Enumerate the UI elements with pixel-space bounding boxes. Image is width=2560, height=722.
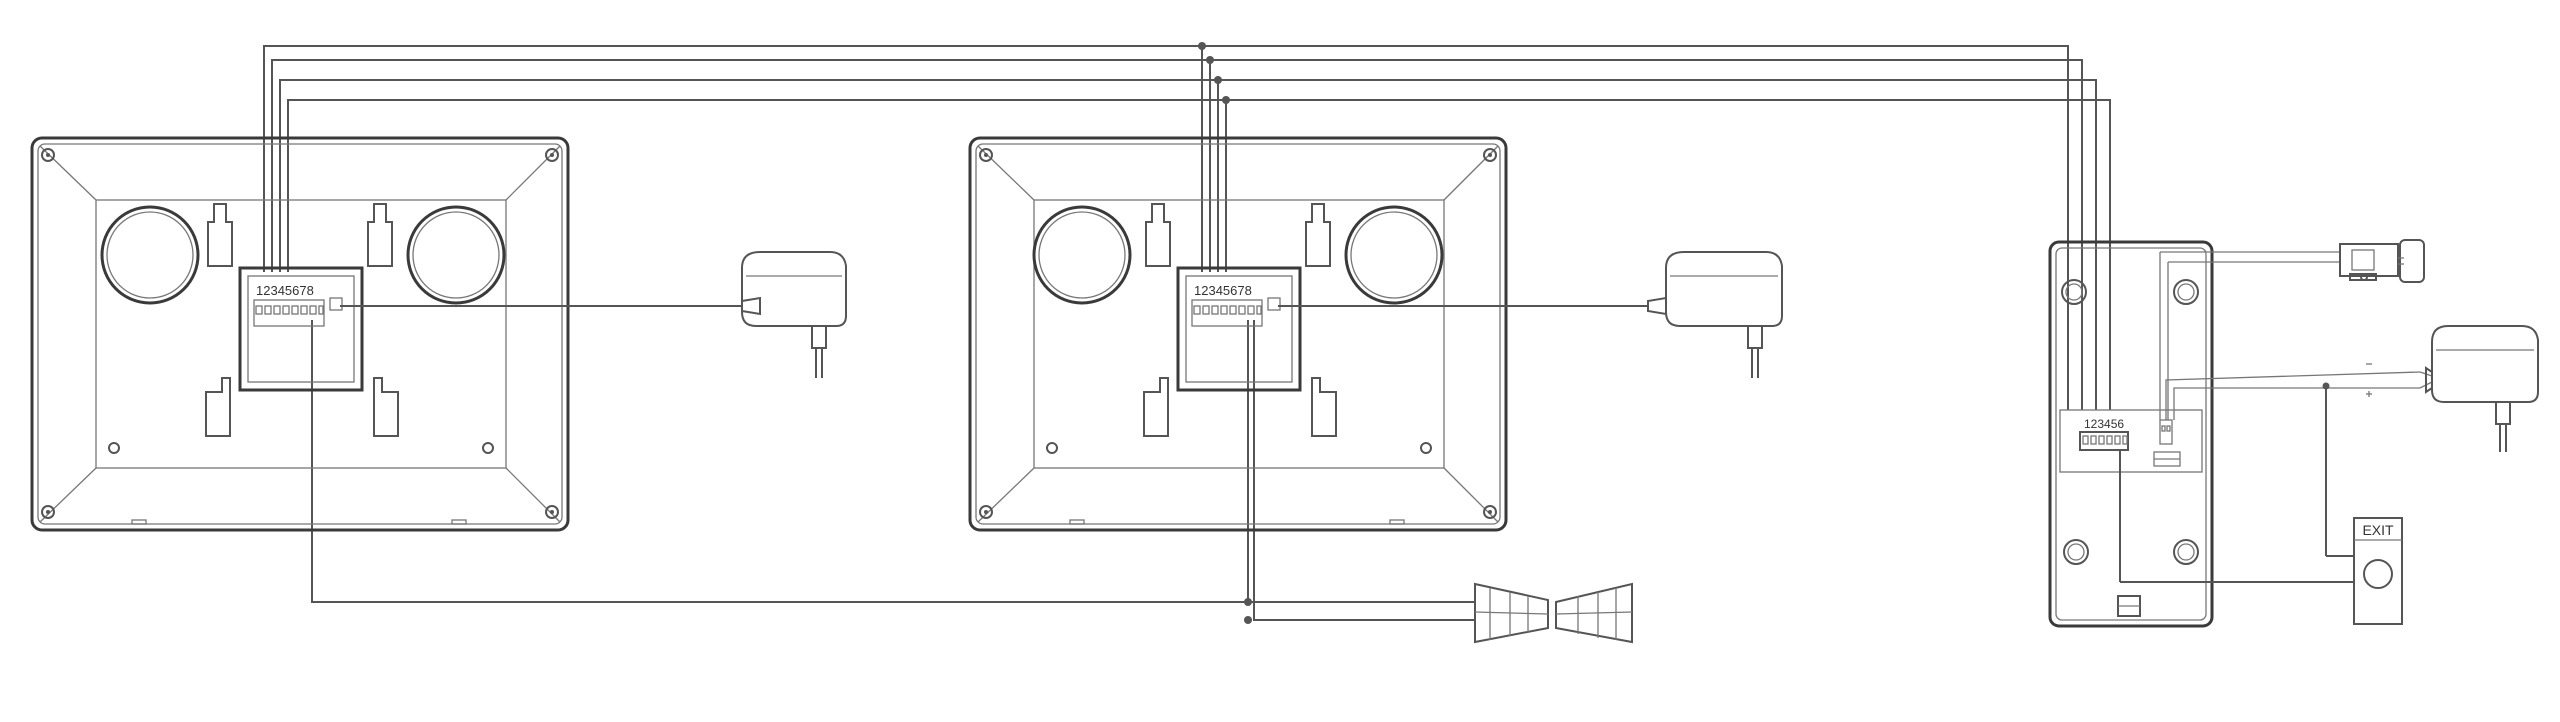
exit-label: EXIT xyxy=(2362,522,2394,538)
speaker xyxy=(1344,205,1444,305)
mounting-hook xyxy=(1305,203,1331,267)
power-adapter-3 xyxy=(2165,325,2539,452)
junction-dot xyxy=(1206,56,1214,64)
speaker xyxy=(100,205,200,305)
terminal-numbers: 12345678 xyxy=(1194,283,1252,298)
screw-hole xyxy=(979,148,993,162)
mounting-hook xyxy=(373,377,399,437)
terminal-block: 12345678 xyxy=(1176,266,1302,392)
exit-button: EXIT xyxy=(2119,386,2403,625)
connector-wires xyxy=(311,320,1475,624)
terminal-numbers: 123456 xyxy=(2084,417,2124,431)
speaker xyxy=(1032,205,1132,305)
mounting-hook xyxy=(367,203,393,267)
mounting-hook xyxy=(1145,203,1171,267)
screw-hole xyxy=(545,148,559,162)
junction-dot xyxy=(1198,42,1206,50)
junction-dot xyxy=(1222,96,1230,104)
mounting-hook xyxy=(205,377,231,437)
mounting-hook xyxy=(207,203,233,267)
screw-hole xyxy=(41,505,55,519)
screw-hole xyxy=(545,505,559,519)
screw-hole xyxy=(979,505,993,519)
terminal-block: 12345678 xyxy=(238,266,364,392)
power-adapter-1 xyxy=(340,251,847,378)
junction-dot xyxy=(1244,616,1252,624)
connector xyxy=(1474,582,1633,644)
mounting-hook xyxy=(1311,377,1337,437)
terminal-numbers: 12345678 xyxy=(256,283,314,298)
bus-wires xyxy=(263,42,2111,410)
monitor-1: 12345678 xyxy=(30,136,570,532)
electric-lock xyxy=(2159,239,2425,420)
junction-dot xyxy=(1214,76,1222,84)
monitor-2: 12345678 xyxy=(968,136,1508,532)
power-adapter-2 xyxy=(1278,251,1783,378)
screw-hole xyxy=(1483,148,1497,162)
screw-hole xyxy=(41,148,55,162)
door-station: 123456 xyxy=(2048,240,2214,628)
junction-dot xyxy=(1244,598,1252,606)
mounting-hook xyxy=(1143,377,1169,437)
screw-hole xyxy=(1483,505,1497,519)
speaker xyxy=(406,205,506,305)
